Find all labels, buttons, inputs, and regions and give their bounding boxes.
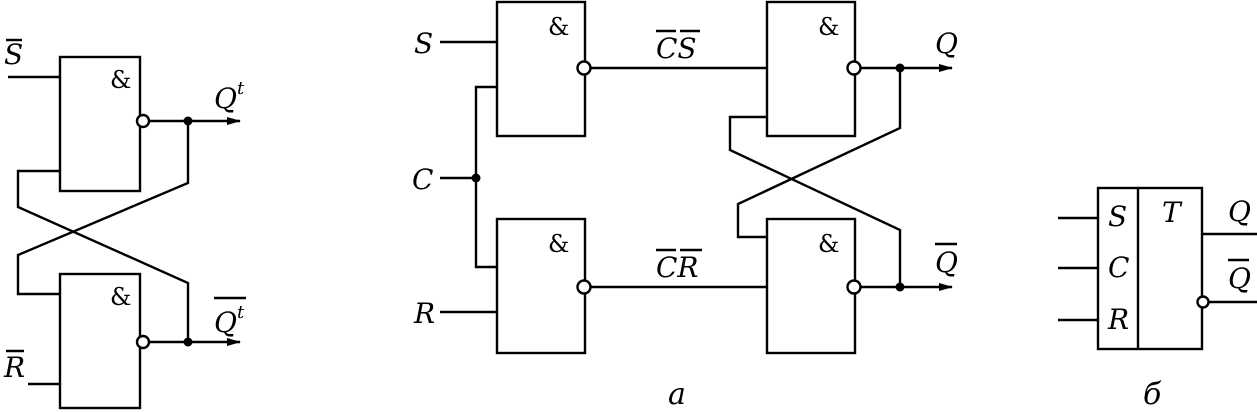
nand-gate-latch-top (765, 0, 857, 138)
label-q-t: Qt (214, 78, 245, 115)
symbol-label-r: R (1107, 303, 1129, 336)
gate-bottom-symbol: & (110, 283, 131, 311)
symbol-inverter-bubble (1196, 295, 1210, 309)
symbol-label-t: T (1162, 196, 1183, 229)
gate-latch-bottom-symbol: & (818, 230, 839, 258)
sync-rs-trigger: & & & & S C R CS CR Q (412, 0, 958, 412)
symbol-label-c: C (1108, 251, 1129, 284)
label-s: S (414, 27, 433, 60)
inverter-bubble-input-bottom (576, 279, 592, 295)
gate-input-top-symbol: & (548, 13, 569, 41)
label-r-bar: R (3, 351, 25, 384)
caption-a: а (668, 377, 686, 412)
inverter-bubble-bottom (135, 334, 151, 350)
gate-top-symbol: & (110, 66, 131, 94)
label-q-a: Q (935, 27, 958, 60)
label-q-bar-a: Q (935, 246, 958, 279)
label-cr-bar: CR (656, 251, 699, 284)
gate-latch-top-symbol: & (818, 13, 839, 41)
nand-gate-input-top (495, 0, 587, 138)
symbol-label-q: Q (1228, 195, 1251, 228)
nand-gate-input-bottom (495, 217, 587, 355)
gate-input-bottom-symbol: & (548, 230, 569, 258)
inverter-bubble-latch-bottom (846, 279, 862, 295)
nand-gate-bottom (58, 272, 142, 410)
symbol-label-q-bar: Q (1228, 262, 1251, 295)
feedback-q-to-bottom-a (736, 68, 902, 239)
label-cs-bar: CS (656, 32, 697, 65)
caption-b: б (1143, 377, 1162, 412)
junction-c (471, 173, 481, 183)
label-r: R (413, 297, 435, 330)
trigger-symbol: S C R T Q Q б (1058, 186, 1257, 412)
feedback-q-bar-to-top-a (728, 115, 902, 287)
inverter-bubble-latch-top (846, 60, 862, 76)
feedback-q-bar-to-top (16, 169, 190, 342)
nand-gate-latch-bottom (765, 217, 857, 355)
label-c: C (412, 163, 433, 196)
rs-latch: & & S R Qt Qt (3, 38, 246, 410)
feedback-q-to-bottom (16, 121, 190, 296)
label-s-bar: S (4, 38, 23, 71)
inverter-bubble-input-top (576, 60, 592, 76)
inverter-bubble-top (135, 113, 151, 129)
symbol-label-s: S (1108, 200, 1127, 233)
trigger-symbol-box (1096, 186, 1204, 351)
label-q-t-bar: Qt (214, 302, 245, 339)
